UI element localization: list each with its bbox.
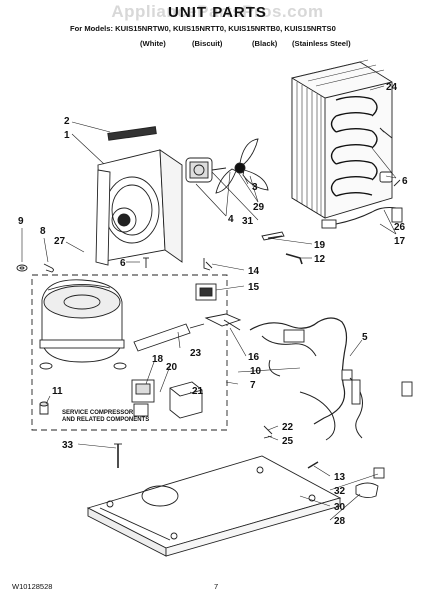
color-black: (Black) [252, 39, 278, 48]
callout-26: 26 [394, 222, 406, 233]
callout-6-left: 6 [120, 258, 126, 269]
capacitor-bracket [203, 258, 213, 271]
callout-2: 2 [64, 116, 70, 127]
callout-24: 24 [386, 82, 398, 93]
callout-31: 31 [242, 216, 254, 227]
base-pan [86, 455, 342, 557]
fan-shroud [95, 126, 183, 266]
callout-33: 33 [62, 440, 74, 451]
service-note-line-2: AND RELATED COMPONENTS [62, 417, 149, 423]
callout-4: 4 [228, 214, 234, 225]
callout-29: 29 [253, 202, 265, 213]
callout-14: 14 [248, 266, 260, 277]
page-number: 7 [214, 582, 219, 591]
models-line: For Models: KUIS15NRTW0, KUIS15NRTT0, KU… [70, 24, 336, 33]
condenser-coil [291, 59, 393, 219]
service-note-line-1: SERVICE COMPRESSOR [62, 410, 134, 416]
service-compressor-box [31, 274, 228, 431]
callout-6-right: 6 [402, 176, 408, 187]
clamp [355, 482, 379, 499]
callout-12: 12 [314, 254, 326, 265]
start-relay [131, 379, 155, 403]
screw [143, 179, 401, 268]
fan-motor [185, 157, 227, 183]
color-white: (White) [140, 39, 166, 48]
wire-clip [261, 231, 285, 241]
compressor [39, 279, 127, 370]
callout-16: 16 [248, 352, 260, 363]
callout-28: 28 [334, 516, 346, 527]
nut [373, 467, 385, 479]
color-biscuit: (Biscuit) [192, 39, 223, 48]
grommet [16, 264, 28, 272]
callout-11: 11 [52, 386, 63, 397]
capacitor [195, 283, 217, 301]
callout-3: 3 [252, 182, 258, 193]
callout-27: 27 [54, 236, 66, 247]
callout-19: 19 [314, 240, 326, 251]
callout-25: 25 [282, 436, 294, 447]
clip [43, 263, 54, 273]
callout-8: 8 [40, 226, 46, 237]
callout-13: 13 [334, 472, 346, 483]
wire-harness [249, 317, 413, 441]
color-stainless-steel: (Stainless Steel) [292, 39, 351, 48]
power-harness [321, 171, 403, 229]
callout-9: 9 [18, 216, 24, 227]
callout-7: 7 [250, 380, 256, 391]
callout-17: 17 [394, 236, 406, 247]
callout-10: 10 [250, 366, 262, 377]
mount-grommet [39, 401, 49, 415]
overload [133, 403, 149, 417]
callout-1: 1 [64, 130, 70, 141]
watermark: AppliancePartsPros.com [111, 2, 324, 21]
callout-21: 21 [192, 386, 204, 397]
filter-drier [133, 323, 205, 352]
callout-5: 5 [362, 332, 368, 343]
fan-blade [215, 138, 269, 194]
bolt [114, 443, 319, 469]
hex-wrench [285, 253, 303, 265]
callout-22: 22 [282, 422, 294, 433]
page-title: UNIT PARTS [168, 4, 267, 21]
callout-20: 20 [166, 362, 178, 373]
callout-32: 32 [334, 486, 346, 497]
callout-15: 15 [248, 282, 260, 293]
document-number: W10128528 [12, 582, 53, 591]
callout-18: 18 [152, 354, 164, 365]
leader-lines [21, 85, 397, 521]
callout-30: 30 [334, 502, 346, 513]
callout-23: 23 [190, 348, 202, 359]
relay-cover [169, 381, 203, 419]
thermistor-bracket [204, 313, 242, 331]
